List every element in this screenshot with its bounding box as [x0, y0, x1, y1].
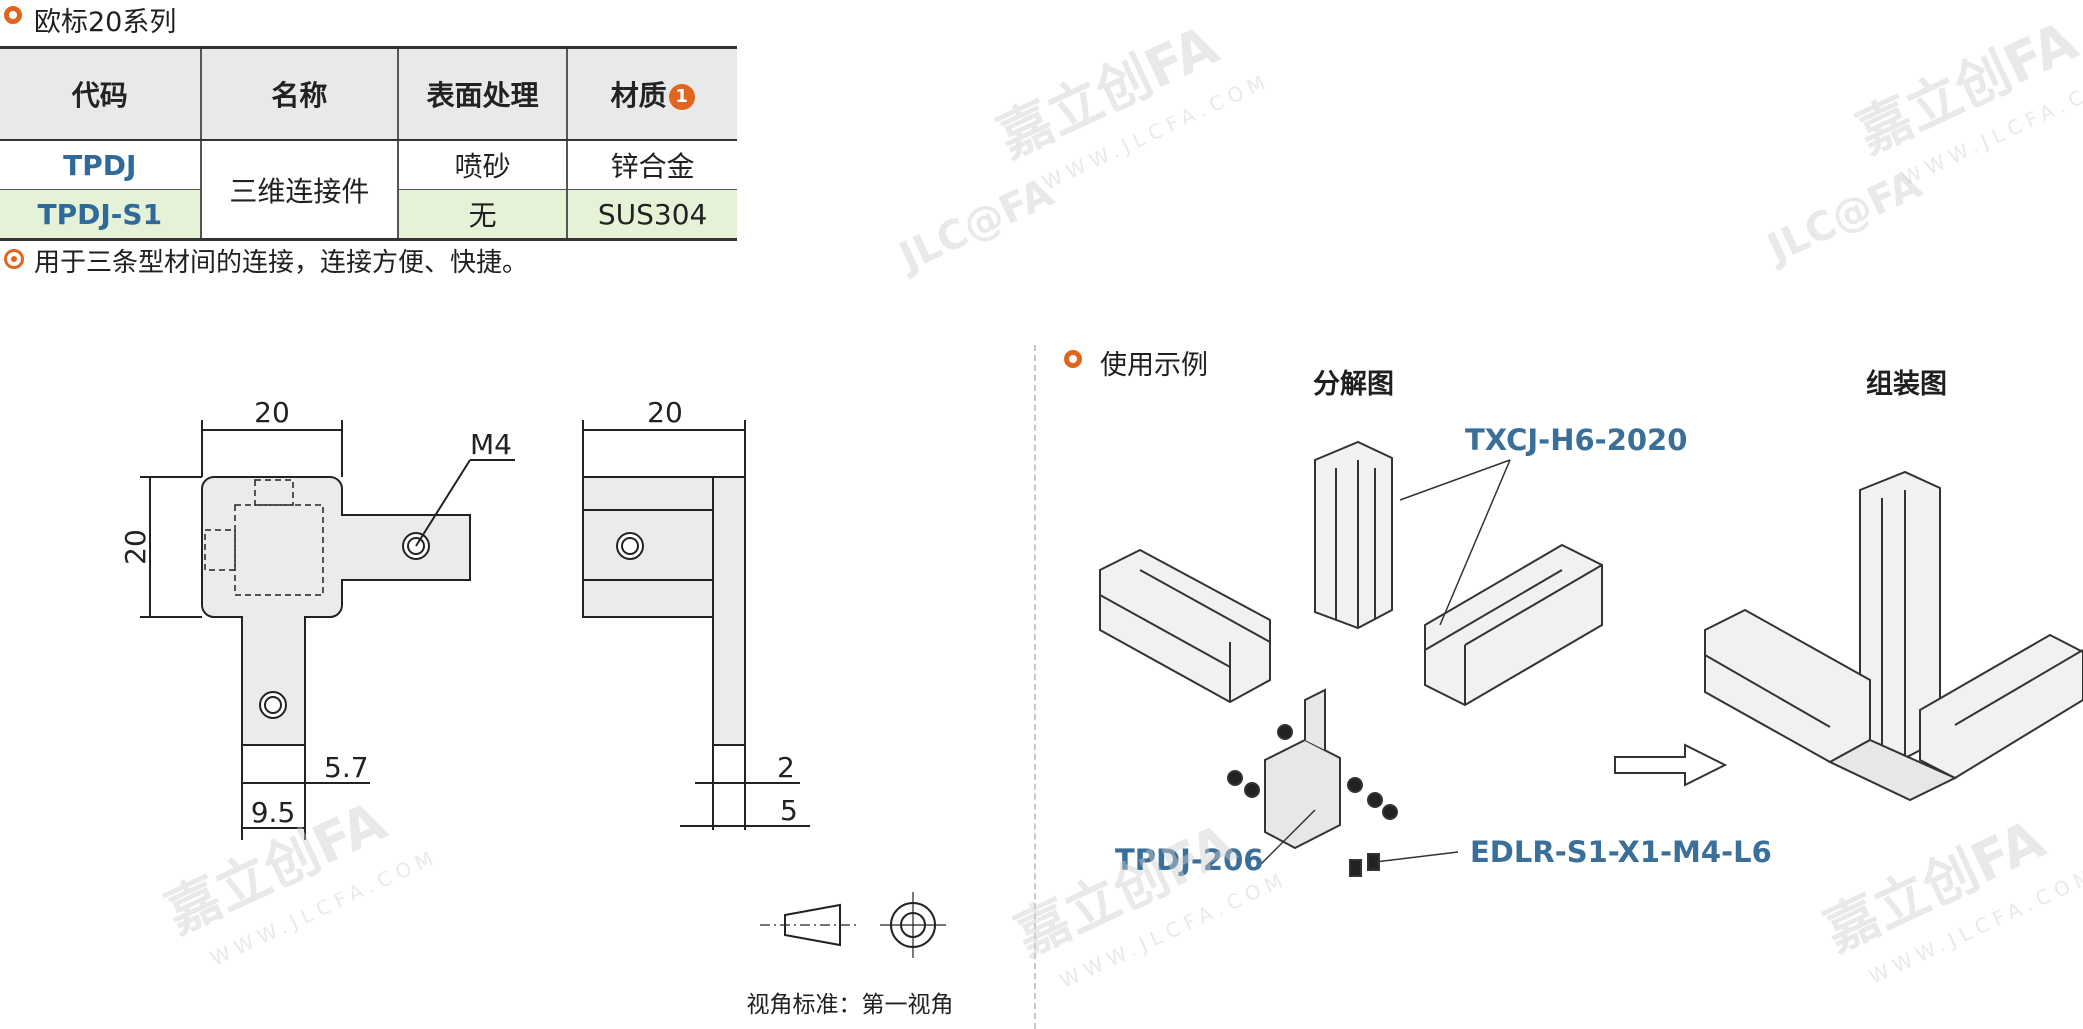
usage-illustration: TXCJ-H6-2020 TPDJ-206 EDLR-S1-X1-M4-L6 [1099, 423, 2083, 877]
watermark-brand-2: 嘉立创FA [1847, 9, 2083, 165]
dim-front-height: 20 [119, 529, 152, 565]
cell-code-2: TPDJ-S1 [0, 189, 201, 241]
label-screw: EDLR-S1-X1-M4-L6 [1470, 835, 1772, 869]
usage-bullet-icon [1064, 350, 1082, 368]
col-code: 代码 [0, 46, 201, 141]
usage-title: 使用示例 [1100, 350, 1208, 381]
cell-code-1: TPDJ [0, 140, 201, 190]
label-profile: TXCJ-H6-2020 [1465, 423, 1687, 457]
cell-material-2: SUS304 [566, 189, 737, 241]
exploded-label: 分解图 [1313, 369, 1394, 400]
dim-side-t1: 2 [777, 751, 795, 784]
dim-front-width: 20 [254, 396, 290, 429]
dim-slot: 5.7 [324, 751, 369, 784]
description-text: 用于三条型材间的连接，连接方便、快捷。 [34, 248, 529, 278]
cell-material-1: 锌合金 [566, 140, 737, 190]
label-connector: TPDJ-206 [1115, 843, 1263, 877]
dim-side-t2: 5 [780, 794, 798, 827]
cell-finish-1: 喷砂 [397, 140, 568, 190]
dim-thread: M4 [470, 428, 512, 461]
projection-note: 视角标准：第一视角 [747, 992, 954, 1018]
vertical-divider [1034, 345, 1036, 1029]
col-finish: 表面处理 [397, 46, 568, 141]
technical-drawing: 20 20 M4 5.7 9.5 20 2 5 视角标准：第一视角 [119, 396, 954, 1018]
cell-finish-2: 无 [397, 189, 568, 241]
dim-side-width: 20 [647, 396, 683, 429]
col-name: 名称 [199, 46, 399, 141]
cell-name: 三维连接件 [199, 140, 399, 241]
section-title: 欧标20系列 [34, 7, 177, 38]
note-badge: 1 [668, 84, 695, 110]
watermark-logo-2: JLC@FA [1758, 161, 1928, 273]
watermark-url-1: WWW.JLCFA.COM [1039, 68, 1275, 195]
assembled-label: 组装图 [1866, 369, 1947, 400]
dim-leg: 9.5 [251, 796, 296, 829]
description-bullet-icon [4, 249, 24, 269]
section-bullet-icon [4, 6, 22, 24]
watermark-url-2: WWW.JLCFA.COM [1898, 64, 2083, 191]
